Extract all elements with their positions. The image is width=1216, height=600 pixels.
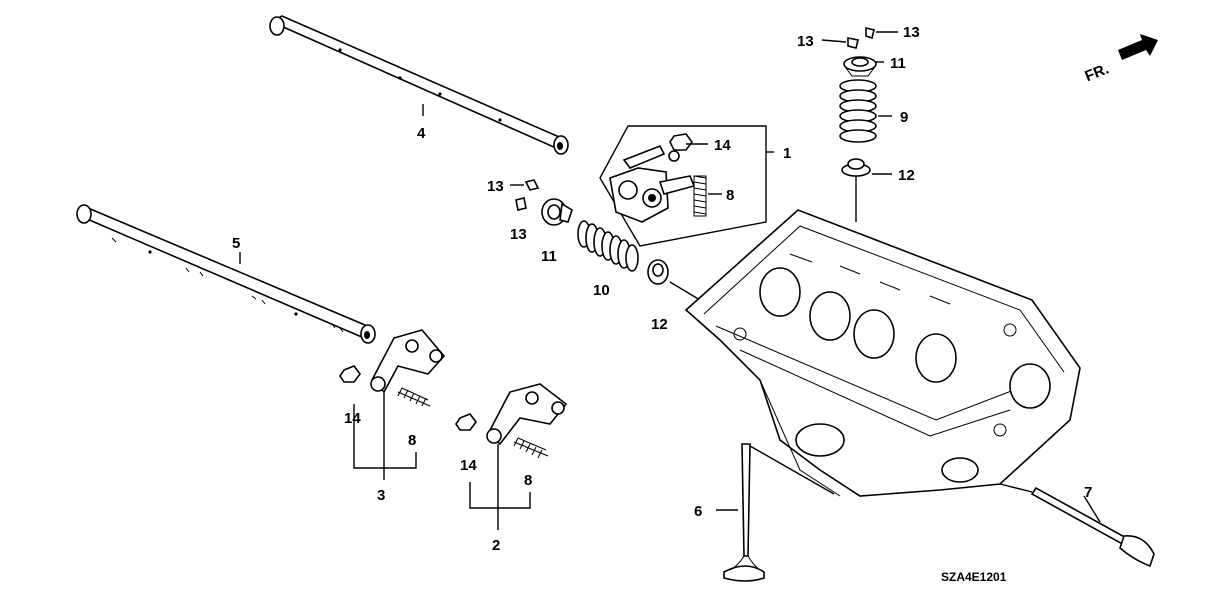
cylinder-head (684, 209, 1081, 497)
valve-spring-9[interactable] (839, 79, 877, 143)
callout-12-a: 12 (651, 316, 668, 333)
hex-nut-14-b[interactable] (339, 365, 361, 383)
callout-4: 4 (417, 125, 426, 142)
callout-11-b: 11 (890, 55, 906, 72)
callout-13-a: 13 (487, 178, 504, 195)
valve-keeper-13-a[interactable] (524, 179, 540, 191)
callout-14-b: 14 (344, 410, 361, 427)
spring-retainer-11-a[interactable] (541, 198, 573, 226)
callout-14-c: 14 (460, 457, 477, 474)
valve-keeper-13-d[interactable] (865, 26, 875, 40)
diagram-code: SZA4E1201 (941, 570, 1007, 584)
callout-5: 5 (232, 235, 240, 252)
rocker-shaft-upper[interactable] (269, 15, 569, 155)
rocker-shaft-lower[interactable] (76, 204, 376, 344)
callout-11-a: 11 (541, 248, 557, 265)
rocker-arm-assembly-1[interactable] (599, 125, 767, 247)
callout-13-d: 13 (903, 24, 920, 41)
hex-nut-14-a[interactable] (669, 133, 693, 151)
valve-6[interactable] (723, 443, 835, 582)
spring-8-c[interactable] (513, 437, 549, 459)
callout-13-b: 13 (510, 226, 527, 243)
valve-seal-12-b[interactable] (841, 158, 871, 222)
callout-13-c: 13 (797, 33, 814, 50)
callout-14-a: 14 (714, 137, 731, 154)
callout-6: 6 (694, 503, 702, 520)
spring-retainer-11-b[interactable] (843, 56, 877, 77)
direction-label: FR. (1083, 60, 1112, 85)
spring-8-b[interactable] (397, 387, 431, 407)
callout-8-b: 8 (408, 432, 416, 449)
callout-9: 9 (900, 109, 908, 126)
callout-3: 3 (377, 487, 385, 504)
callout-2: 2 (492, 537, 500, 554)
callout-1: 1 (783, 145, 791, 162)
rocker-arm-3[interactable] (370, 329, 446, 394)
callout-12-b: 12 (898, 167, 915, 184)
valve-seal-12-a[interactable] (647, 259, 701, 301)
callout-8-a: 8 (726, 187, 734, 204)
forward-arrow-icon (1118, 34, 1158, 60)
valve-keeper-13-b[interactable] (515, 197, 527, 211)
spring-8-a[interactable] (693, 175, 707, 217)
valve-spring-10[interactable] (577, 220, 639, 272)
rocker-arm-2[interactable] (486, 383, 568, 446)
callout-7: 7 (1084, 484, 1092, 501)
valve-7[interactable] (999, 483, 1155, 568)
callout-10: 10 (593, 282, 610, 299)
callout-8-c: 8 (524, 472, 532, 489)
valve-keeper-13-c[interactable] (847, 37, 859, 49)
hex-nut-14-c[interactable] (455, 413, 477, 431)
